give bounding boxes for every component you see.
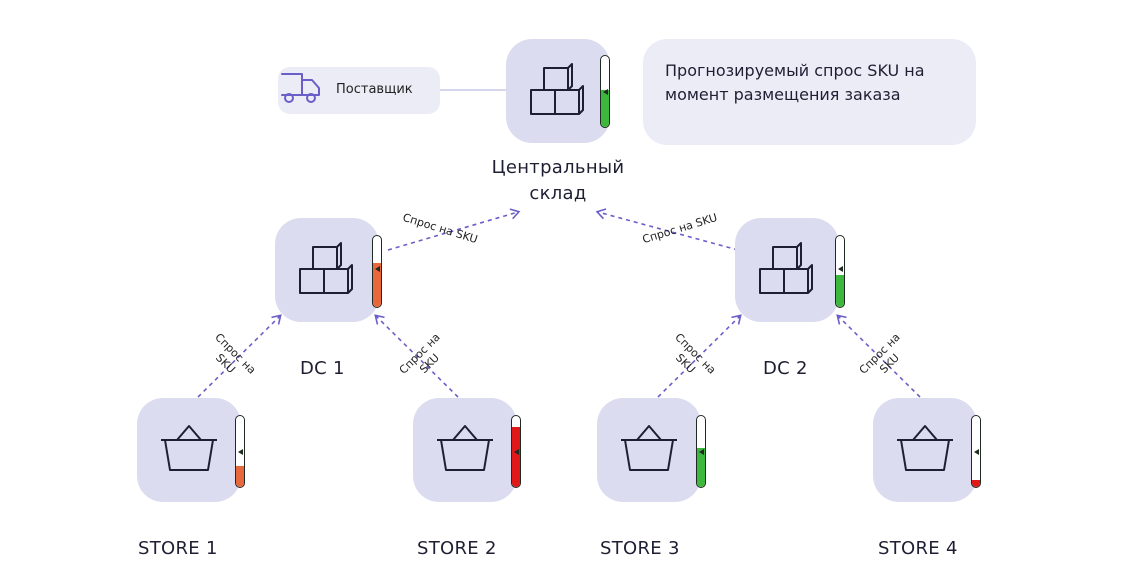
central-warehouse-label: Центральный склад: [491, 157, 625, 204]
dc2-stock-gauge: [835, 235, 845, 308]
store2-node: [413, 398, 517, 502]
arrow-store4-dc2: [836, 314, 921, 398]
store1-stock-gauge: [235, 415, 245, 488]
dc1-gauge-marker: [375, 266, 380, 272]
dc1-stock-gauge: [372, 235, 382, 308]
arrow-store2-dc1: [374, 314, 459, 398]
arrow-store3-dc2: [657, 314, 742, 398]
store1-gauge-marker: [238, 449, 243, 455]
store4-gauge-marker: [974, 449, 979, 455]
store4-stock-gauge: [971, 415, 981, 488]
store2-label: STORE 2: [417, 538, 497, 559]
boxes-icon: [530, 63, 584, 115]
store1-node: [137, 398, 241, 502]
dc2-gauge-marker: [838, 266, 843, 272]
store3-label: STORE 3: [600, 538, 680, 559]
dc2-stock-fill: [836, 275, 844, 307]
store3-gauge-marker: [699, 449, 704, 455]
boxes-icon: [299, 242, 353, 294]
store4-stock-fill: [972, 479, 980, 487]
supplier-label: Поставщик: [336, 82, 413, 97]
arrow-dc2-central: [595, 208, 739, 251]
basket-icon: [897, 425, 953, 471]
central-stock-fill: [601, 90, 609, 127]
arrow-dc1-central: [387, 208, 521, 251]
basket-icon: [621, 425, 677, 471]
arrow-store1-dc1: [197, 314, 282, 398]
store2-stock-gauge: [511, 415, 521, 488]
basket-icon: [161, 425, 217, 471]
forecast-info-text: Прогнозируемый спрос SKU на момент разме…: [665, 61, 925, 104]
store3-stock-fill: [697, 447, 705, 487]
store4-node: [873, 398, 977, 502]
dc1-label: DC 1: [300, 358, 345, 379]
store3-stock-gauge: [696, 415, 706, 488]
dc2-node: [735, 218, 839, 322]
store1-label: STORE 1: [138, 538, 218, 559]
boxes-icon: [759, 242, 813, 294]
store4-label: STORE 4: [878, 538, 958, 559]
dc1-stock-fill: [373, 262, 381, 307]
forecast-info-box: Прогнозируемый спрос SKU на момент разме…: [643, 39, 976, 145]
truck-icon: [281, 73, 320, 103]
store1-stock-fill: [236, 465, 244, 487]
dc2-label: DC 2: [763, 358, 808, 379]
central-stock-gauge: [600, 55, 610, 128]
store3-node: [597, 398, 701, 502]
supplier-node: Поставщик: [278, 67, 440, 114]
dc1-node: [275, 218, 379, 322]
central-warehouse-node: [506, 39, 610, 143]
store2-stock-fill: [512, 426, 520, 487]
basket-icon: [437, 425, 493, 471]
central-gauge-marker: [603, 89, 608, 95]
store2-gauge-marker: [514, 449, 519, 455]
